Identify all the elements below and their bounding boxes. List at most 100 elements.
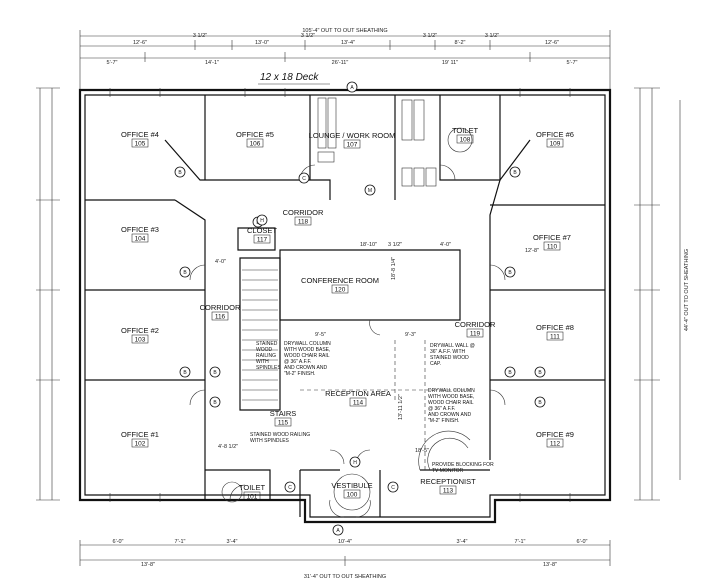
dim: 3 1/2" [301, 33, 315, 39]
dim: 3'-4" [457, 539, 468, 545]
tag-letter: C [288, 485, 292, 491]
tag-letter: B [538, 370, 542, 376]
room-name: OFFICE #2 [121, 326, 159, 335]
dim: 3'-4" [227, 539, 238, 545]
dim: 5'-7" [567, 60, 578, 66]
tag-circle [179, 266, 191, 278]
room-number: 111 [550, 334, 560, 341]
tag-circle [174, 166, 186, 178]
dim: 3 1/2" [485, 33, 499, 39]
tag-circle [349, 456, 361, 468]
tag-markers: BBBBBBBBBBBCCCAAMHH [174, 81, 546, 536]
dim: 14'-1" [205, 60, 219, 66]
dim: 13'-4" [341, 40, 355, 46]
exterior-walls [78, 88, 612, 524]
dim: 18'-5" [415, 448, 429, 454]
room-name: CONFERENCE ROOM [301, 276, 379, 285]
tag-circle [504, 266, 516, 278]
room-number-box [131, 438, 149, 448]
tag-letter: C [391, 485, 395, 491]
tag-letter: B [213, 400, 217, 406]
room-number-box [439, 485, 457, 495]
stair-treads [242, 269, 278, 401]
top-dimension-lines: 105'-4" OUT TO OUT SHEATHING 12'-6" 3 1/… [79, 28, 611, 90]
room-name: OFFICE #6 [536, 130, 574, 139]
room-number-box [131, 138, 149, 148]
room-number-box [546, 138, 564, 148]
dim: 12'-6" [133, 40, 147, 46]
room-number: 118 [298, 219, 309, 226]
room-number-box [466, 328, 484, 338]
room-number: 120 [335, 287, 346, 294]
tag-circle [346, 81, 358, 93]
tag-letter: B [508, 270, 512, 276]
room-number: 109 [550, 141, 561, 148]
tag-circle [534, 396, 546, 408]
room-number: 104 [135, 236, 146, 243]
right-dimension-lines: 44'-4" OUT TO OUT SHEATHING [634, 87, 690, 501]
tag-circle [504, 366, 516, 378]
tag-letter: B [213, 370, 217, 376]
tag-circle [179, 366, 191, 378]
room-number-box [131, 233, 149, 243]
dim: 6'-0" [113, 539, 124, 545]
room-name: RECEPTIONIST [420, 477, 476, 486]
dim: 7'-1" [175, 539, 186, 545]
room-name: OFFICE #3 [121, 225, 159, 234]
room-name: RECEPTION AREA [325, 389, 391, 398]
room-number: 108 [460, 137, 471, 144]
room-number: 102 [135, 441, 146, 448]
tag-circle [209, 396, 221, 408]
room-number: 119 [470, 331, 481, 338]
room-number-box [253, 234, 271, 244]
tag-letter: B [513, 170, 517, 176]
room-name: CORRIDOR [283, 208, 324, 217]
room-number: 107 [347, 142, 358, 149]
dim: 18'-8 1/4" [391, 257, 397, 280]
room-name: OFFICE #9 [536, 430, 574, 439]
dim: 4'-8 1/2" [218, 444, 238, 450]
tag-letter: H [260, 218, 264, 224]
tag-letter: B [183, 370, 187, 376]
dim: 12'-6" [545, 40, 559, 46]
room-name: CORRIDOR [455, 320, 496, 329]
room-name: OFFICE #4 [121, 130, 159, 139]
room-number: 106 [250, 141, 261, 148]
room-number-box [243, 491, 261, 501]
room-number-box [343, 489, 361, 499]
tag-letter: A [350, 85, 354, 91]
dim: 13'-0" [255, 40, 269, 46]
room-number-box [343, 139, 361, 149]
interior-dims: 4'-0" 18'-10" 3 1/2" 4'-0" 12'-8" 9'-5" … [215, 242, 539, 454]
door-swings [189, 127, 506, 518]
tag-letter: H [353, 460, 357, 466]
dim: 18'-10" [360, 242, 377, 248]
room-number: 105 [135, 141, 146, 148]
tag-circle [298, 172, 310, 184]
room-number: 101 [247, 494, 258, 501]
room-name: STAIRS [270, 409, 297, 418]
dim: 26'-11" [332, 60, 349, 66]
room-number-box [294, 216, 312, 226]
room-number: 115 [278, 420, 289, 427]
dim: 9'-3" [405, 332, 416, 338]
tag-circle [509, 166, 521, 178]
room-number: 114 [353, 400, 364, 407]
lounge-cabinets [317, 97, 437, 187]
tag-letter: B [508, 370, 512, 376]
dim: 4'-0" [440, 242, 451, 248]
dim: 5'-7" [107, 60, 118, 66]
dim: 3 1/2" [423, 33, 437, 39]
room-name: TOILET [239, 483, 266, 492]
bottom-overall-dim: 31'-4" OUT TO OUT SHEATHING [304, 574, 386, 580]
room-name: LOUNGE / WORK ROOM [309, 131, 396, 140]
dim: 9'-5" [315, 332, 326, 338]
room-name: OFFICE #7 [533, 233, 571, 242]
room-name: CORRIDOR [200, 303, 241, 312]
interior-walls [85, 95, 605, 517]
